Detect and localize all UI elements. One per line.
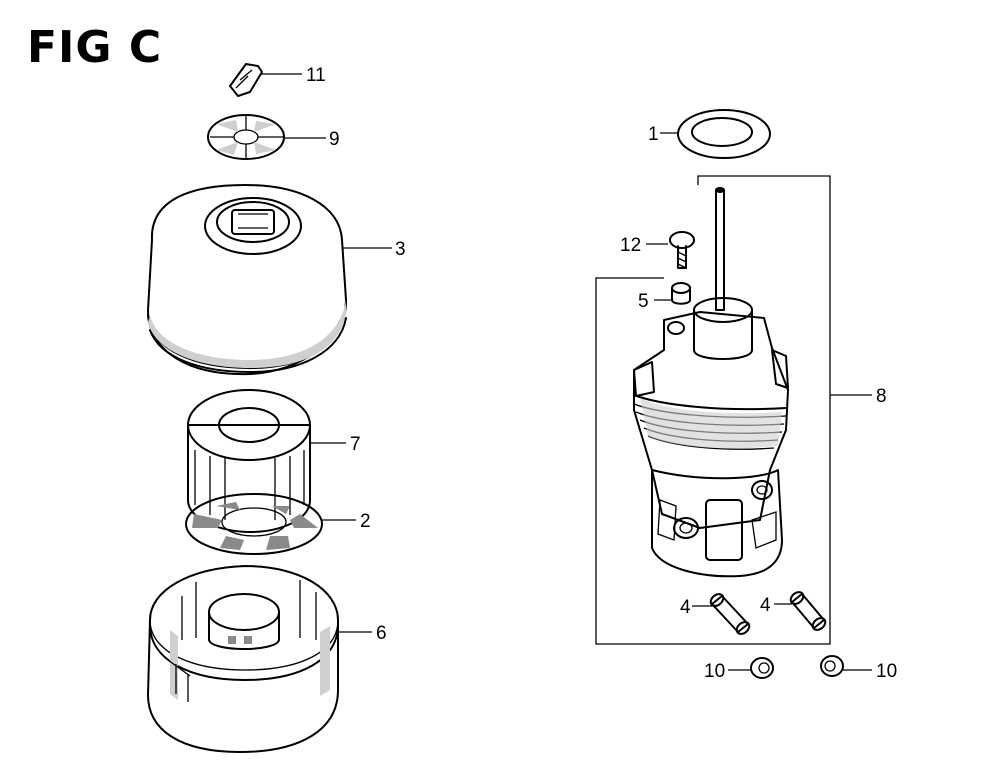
part-12-bolt: 12: [620, 231, 695, 269]
part-10-nut-right: 10: [820, 655, 897, 682]
part-2-grid: 2: [185, 493, 371, 555]
callout-4-left: 4: [680, 597, 691, 618]
part-4-pin-right: 4: [760, 591, 827, 631]
callout-12: 12: [620, 235, 641, 256]
figure-title: FIG C: [27, 22, 163, 73]
callout-6: 6: [376, 623, 387, 644]
callout-5: 5: [638, 291, 649, 312]
part-5-collar: 5: [638, 282, 691, 312]
part-6-base: 6: [147, 565, 387, 753]
part-4-pin-left: 4: [680, 593, 751, 635]
callout-7: 7: [350, 434, 361, 455]
part-7-filter: 7: [187, 389, 361, 533]
callout-9: 9: [329, 129, 340, 150]
callout-4-right: 4: [760, 595, 771, 616]
callout-1: 1: [648, 124, 659, 145]
callout-3: 3: [395, 239, 406, 260]
callout-2: 2: [360, 511, 371, 532]
part-11-clip: 11: [229, 63, 326, 97]
callout-10-right: 10: [876, 661, 897, 682]
part-9-plate: 9: [207, 114, 340, 160]
part-3-cover: 3: [147, 184, 406, 376]
part-10-nut-left: 10: [704, 657, 774, 682]
part-8-group-bracket: [595, 175, 838, 645]
callout-11: 11: [306, 65, 326, 86]
part-8-housing: [633, 187, 789, 578]
part-1-gasket: 1: [648, 109, 771, 159]
callout-8: 8: [876, 386, 887, 407]
callout-10-left: 10: [704, 661, 725, 682]
